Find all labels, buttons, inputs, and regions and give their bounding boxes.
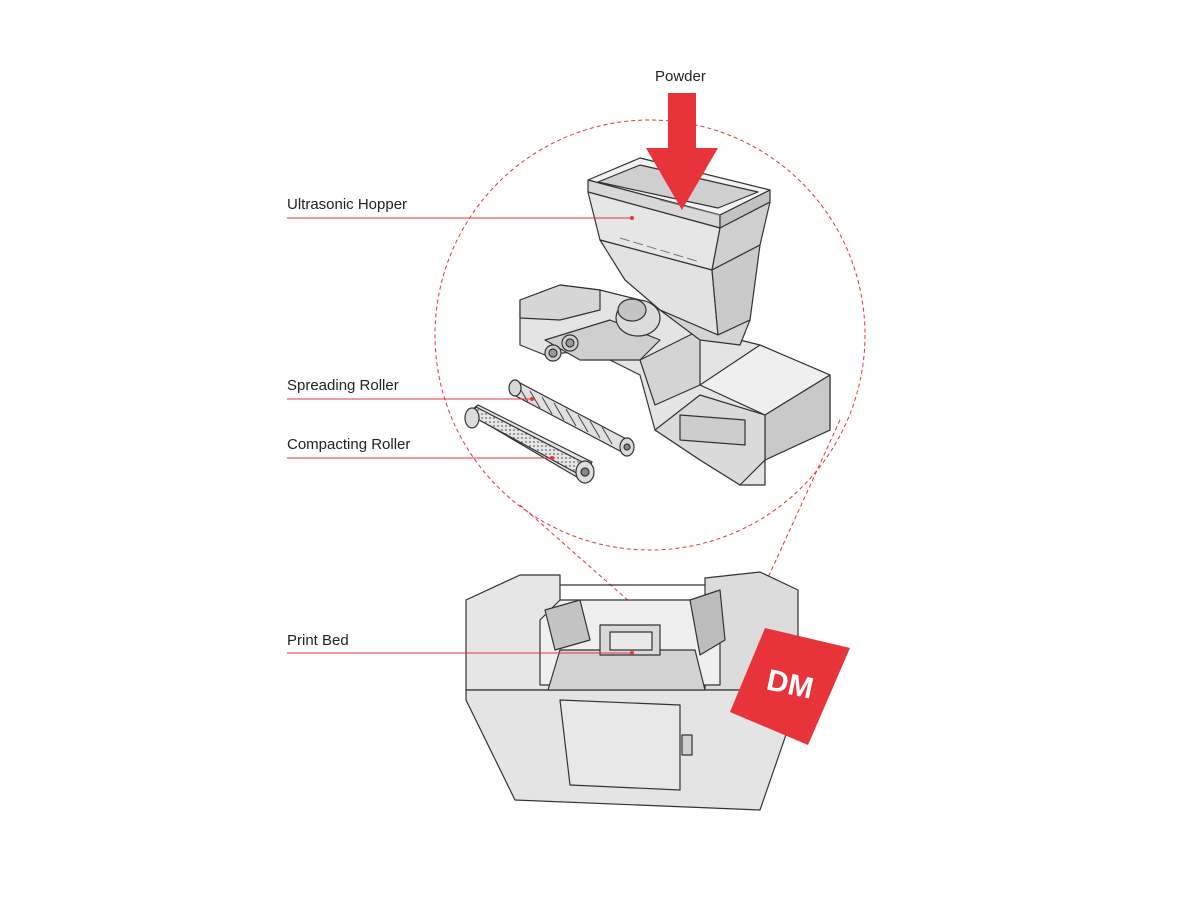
compacting-roller [464,404,595,484]
label-print-bed: Print Bed [287,632,349,649]
label-spreading-roller: Spreading Roller [287,377,399,394]
leader-dots [530,216,634,655]
label-ultrasonic-hopper: Ultrasonic Hopper [287,196,408,213]
dm-logo-badge [730,628,850,745]
spreading-roller [508,379,635,457]
zoom-callout-line-left [519,504,691,656]
label-compacting-roller: Compacting Roller [287,436,411,453]
feeder-mechanism [519,284,831,486]
leader-lines [287,217,632,654]
zoom-callout-circle [434,119,866,551]
label-powder: Powder [655,68,706,85]
printer-body [465,571,799,811]
powder-arrow [646,93,718,210]
